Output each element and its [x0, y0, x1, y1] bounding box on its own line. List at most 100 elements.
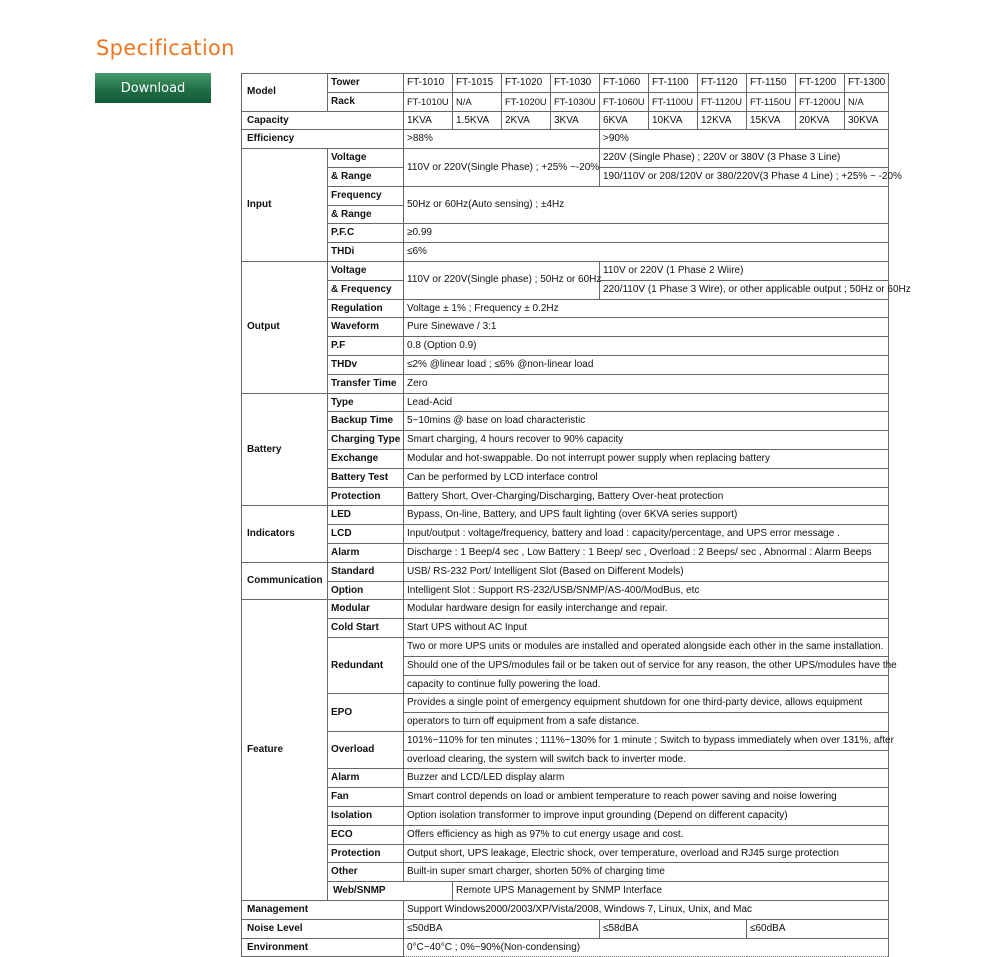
table-row: Input Voltage 110V or 220V(Single Phase)… [241, 148, 889, 262]
model-cell: FT-1100 [648, 73, 698, 93]
efficiency-high: >90% [599, 129, 889, 150]
table-row: Exchange Modular and hot-swappable. Do n… [242, 448, 889, 469]
output-regulation: Voltage ± 1% ; Frequency ± 0.2Hz [403, 298, 889, 319]
table-row: Efficiency >88% >90% [241, 129, 889, 150]
table-row: Indicators LED Bypass, On-line, Battery,… [241, 505, 889, 563]
capacity-cell: 1KVA [403, 110, 453, 131]
row-label-led: LED [327, 505, 404, 526]
table-row: Regulation Voltage ± 1% ; Frequency ± 0.… [242, 298, 889, 319]
model-cell: FT-1200 [795, 73, 845, 93]
row-label-input-frequency-range: & Range [327, 204, 404, 225]
feature-eco: Offers efficiency as high as 97% to cut … [403, 824, 889, 845]
model-cell: FT-1120U [697, 91, 747, 112]
capacity-cell: 1.5KVA [452, 110, 502, 131]
model-cell: N/A [844, 91, 889, 112]
output-voltage-low: 110V or 220V(Single phase) ; 50Hz or 60H… [403, 260, 601, 300]
table-row: & Range [242, 204, 889, 225]
feature-epo-line-2: operators to turn off equipment from a s… [403, 712, 889, 732]
table-row: Overload 101%~110% for ten minutes ; 111… [242, 730, 894, 770]
table-row: Isolation Option isolation transformer t… [242, 806, 889, 826]
feature-modular: Modular hardware design for easily inter… [403, 599, 889, 620]
table-row: Capacity 1KVA 1.5KVA 2KVA 3KVA 6KVA 10KV… [241, 110, 889, 131]
model-cell: FT-1060 [599, 73, 649, 93]
table-row: Cold Start Start UPS without AC Input [242, 618, 889, 638]
model-cell: FT-1015 [452, 73, 502, 93]
noise-low: ≤50dBA [403, 918, 600, 939]
row-label-output-frequency: & Frequency [327, 279, 404, 300]
feature-isolation: Option isolation transformer to improve … [403, 806, 889, 826]
table-row: THDv ≤2% @linear load ; ≤6% @non-linear … [242, 354, 889, 375]
table-row: Environment 0°C~40°C ; 0%~90%(Non-conden… [241, 937, 889, 957]
row-label-tower: Tower [327, 73, 404, 93]
input-thdi: ≤6% [403, 242, 889, 262]
feature-redundant-line-1: Two or more UPS units or modules are ins… [403, 636, 889, 657]
row-label-input-voltage: Voltage [327, 148, 404, 168]
row-label-indicator-alarm: Alarm [327, 542, 404, 563]
table-row: Transfer Time Zero [242, 373, 889, 394]
row-label-cold-start: Cold Start [327, 618, 404, 638]
row-label-battery-type: Type [327, 392, 404, 413]
table-row: Option Intelligent Slot : Support RS-232… [242, 580, 889, 601]
model-cell: FT-1150 [746, 73, 796, 93]
feature-redundant-line-2: Should one of the UPS/modules fail or be… [403, 655, 897, 676]
table-row: Protection Battery Short, Over-Charging/… [242, 486, 889, 507]
row-label-output-voltage: Voltage [327, 260, 404, 281]
table-row: & Range 190/110V or 208/120V or 380/220V… [242, 166, 902, 187]
model-cell: N/A [452, 91, 502, 112]
row-label-regulation: Regulation [327, 298, 404, 319]
efficiency-low: >88% [403, 129, 600, 150]
model-cell: FT-1020U [501, 91, 551, 112]
feature-epo-line-1: Provides a single point of emergency equ… [403, 693, 889, 714]
table-row: Frequency 50Hz or 60Hz(Auto sensing) ; ±… [242, 185, 889, 225]
row-label-exchange: Exchange [327, 448, 404, 469]
table-row: Other Built-in super smart charger, shor… [242, 862, 889, 883]
capacity-cell: 15KVA [746, 110, 796, 131]
table-row: Communication Standard USB/ RS-232 Port/… [241, 561, 889, 601]
row-label-overload: Overload [327, 730, 404, 770]
group-label-communication: Communication [241, 561, 328, 601]
table-row: Model Tower FT-1010 FT-1015 FT-1020 FT-1… [241, 73, 889, 112]
page-title: Specification [96, 36, 235, 60]
environment-value: 0°C~40°C ; 0%~90%(Non-condensing) [403, 937, 889, 957]
table-row: Waveform Pure Sinewave / 3:1 [242, 317, 889, 338]
group-label-web-snmp: Web/SNMP [327, 881, 453, 902]
table-row: & Frequency 220/110V (1 Phase 3 Wire), o… [242, 279, 911, 300]
battery-test: Can be performed by LCD interface contro… [403, 467, 889, 488]
row-label-epo: EPO [327, 693, 404, 732]
row-label-input-frequency: Frequency [327, 185, 404, 206]
table-row: THDi ≤6% [242, 242, 889, 262]
indicators-alarm: Discharge : 1 Beep/4 sec , Low Battery :… [403, 542, 889, 563]
row-label-modular: Modular [327, 599, 404, 620]
table-row: ECO Offers efficiency as high as 97% to … [242, 824, 889, 845]
indicators-lcd: Input/output : voltage/frequency, batter… [403, 524, 889, 544]
capacity-cell: 6KVA [599, 110, 649, 131]
model-cell: FT-1010 [403, 73, 453, 93]
row-label-pf: P.F [327, 336, 404, 356]
row-label-pfc: P.F.C [327, 223, 404, 244]
group-label-output: Output [241, 260, 328, 394]
capacity-cell: 30KVA [844, 110, 889, 131]
communication-standard: USB/ RS-232 Port/ Intelligent Slot (Base… [403, 561, 889, 582]
group-label-efficiency: Efficiency [241, 129, 404, 150]
row-label-waveform: Waveform [327, 317, 404, 338]
model-cell: FT-1020 [501, 73, 551, 93]
download-button[interactable]: Download [95, 73, 211, 103]
noise-high: ≤60dBA [746, 918, 889, 939]
row-label-feature-protection: Protection [327, 843, 404, 864]
communication-option: Intelligent Slot : Support RS-232/USB/SN… [403, 580, 889, 601]
table-row: Backup Time 5~10mins @ base on load char… [242, 411, 889, 432]
feature-alarm: Buzzer and LCD/LED display alarm [403, 768, 889, 789]
capacity-cell: 2KVA [501, 110, 551, 131]
row-label-battery-protection: Protection [327, 486, 404, 507]
row-label-charging-type: Charging Type [327, 430, 404, 450]
row-label-other: Other [327, 862, 404, 883]
row-label-battery-test: Battery Test [327, 467, 404, 488]
capacity-cell: 20KVA [795, 110, 845, 131]
model-cell: FT-1010U [403, 91, 453, 112]
input-voltage-high-1: 220V (Single Phase) ; 220V or 380V (3 Ph… [599, 148, 889, 168]
battery-exchange: Modular and hot-swappable. Do not interr… [403, 448, 889, 469]
capacity-cell: 10KVA [648, 110, 698, 131]
row-label-eco: ECO [327, 824, 404, 845]
table-row: Redundant Two or more UPS units or modul… [242, 636, 889, 695]
input-voltage-high-2: 190/110V or 208/120V or 380/220V(3 Phase… [599, 166, 902, 187]
